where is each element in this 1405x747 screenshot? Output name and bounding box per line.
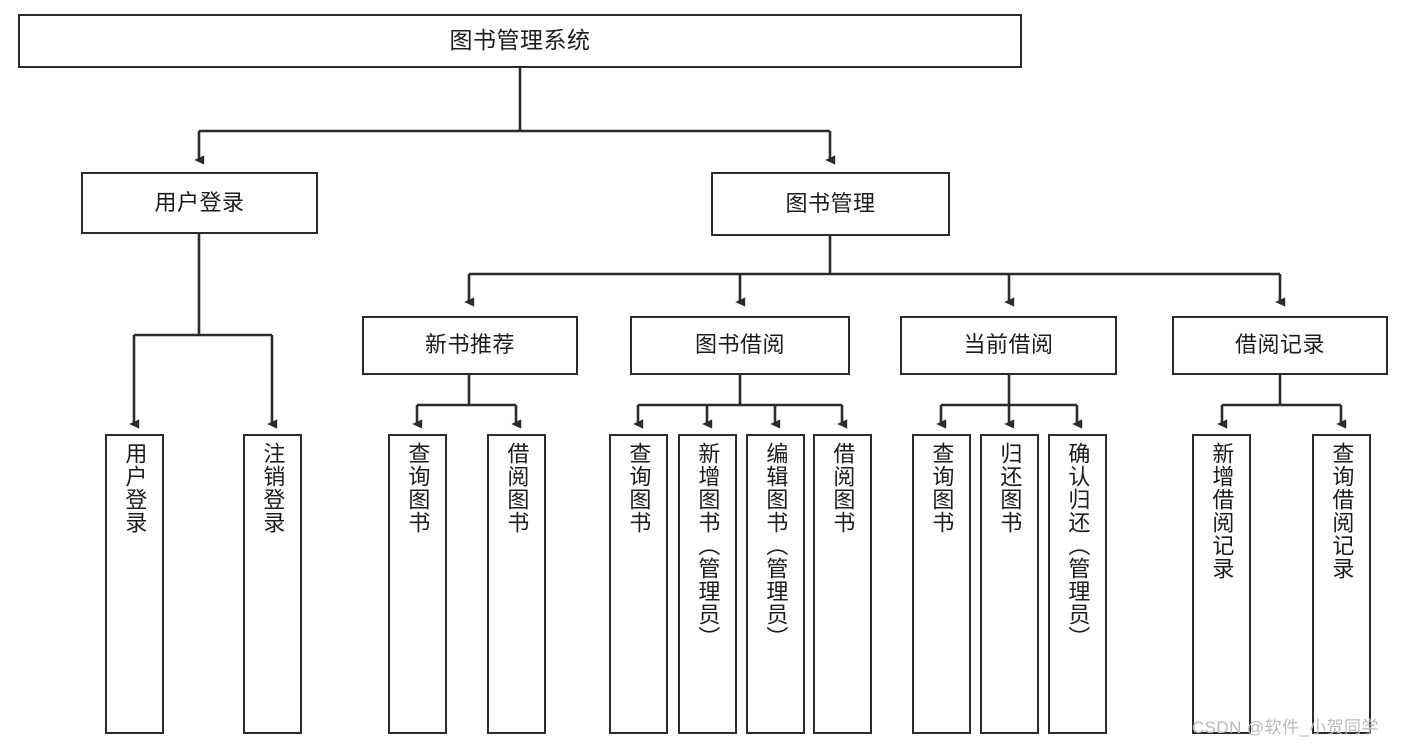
- node-label: 查询借阅记录: [1329, 442, 1355, 580]
- node-root-system[interactable]: 图书管理系统: [18, 14, 1022, 68]
- node-label: 用户登录: [122, 442, 148, 534]
- node-book-borrow[interactable]: 图书借阅: [630, 316, 850, 375]
- node-label: 确认归还（管理员）: [1065, 442, 1091, 649]
- node-label: 图书借阅: [694, 332, 785, 358]
- node-label: 编辑图书（管理员）: [763, 442, 789, 649]
- node-user-login[interactable]: 用户登录: [81, 172, 318, 234]
- node-label: 查询图书: [929, 442, 955, 534]
- node-label: 当前借阅: [963, 332, 1054, 358]
- watermark: CSDN @软件_小贺同学: [1192, 718, 1379, 737]
- node-label: 新增借阅记录: [1209, 442, 1235, 580]
- leaf-edit-book-admin[interactable]: 编辑图书（管理员）: [746, 434, 805, 734]
- leaf-logout[interactable]: 注销登录: [243, 434, 302, 734]
- node-label: 新书推荐: [424, 332, 515, 358]
- node-label: 图书管理系统: [449, 27, 591, 54]
- leaf-return-book[interactable]: 归还图书: [980, 434, 1039, 734]
- node-label: 注销登录: [260, 442, 286, 534]
- leaf-borrow-book-recommend[interactable]: 借阅图书: [487, 434, 546, 734]
- leaf-add-book-admin[interactable]: 新增图书（管理员）: [678, 434, 737, 734]
- node-label: 借阅图书: [830, 442, 856, 534]
- node-label: 查询图书: [405, 442, 431, 534]
- node-label: 借阅图书: [504, 442, 530, 534]
- node-book-management[interactable]: 图书管理: [711, 172, 950, 236]
- leaf-query-borrow-record[interactable]: 查询借阅记录: [1312, 434, 1371, 734]
- node-label: 新增图书（管理员）: [695, 442, 721, 649]
- node-label: 借阅记录: [1234, 332, 1325, 358]
- leaf-borrow-book[interactable]: 借阅图书: [813, 434, 872, 734]
- node-label: 图书管理: [785, 190, 876, 216]
- leaf-query-book-recommend[interactable]: 查询图书: [388, 434, 447, 734]
- leaf-user-login[interactable]: 用户登录: [105, 434, 164, 734]
- node-label: 归还图书: [997, 442, 1023, 534]
- node-new-book-recommend[interactable]: 新书推荐: [362, 316, 578, 375]
- node-borrow-records[interactable]: 借阅记录: [1172, 316, 1388, 375]
- leaf-query-book-current[interactable]: 查询图书: [912, 434, 971, 734]
- leaf-confirm-return-admin[interactable]: 确认归还（管理员）: [1048, 434, 1107, 734]
- node-current-borrow[interactable]: 当前借阅: [900, 316, 1117, 375]
- node-label: 查询图书: [626, 442, 652, 534]
- leaf-query-book-borrow[interactable]: 查询图书: [609, 434, 668, 734]
- leaf-add-borrow-record[interactable]: 新增借阅记录: [1192, 434, 1251, 734]
- node-label: 用户登录: [154, 189, 245, 215]
